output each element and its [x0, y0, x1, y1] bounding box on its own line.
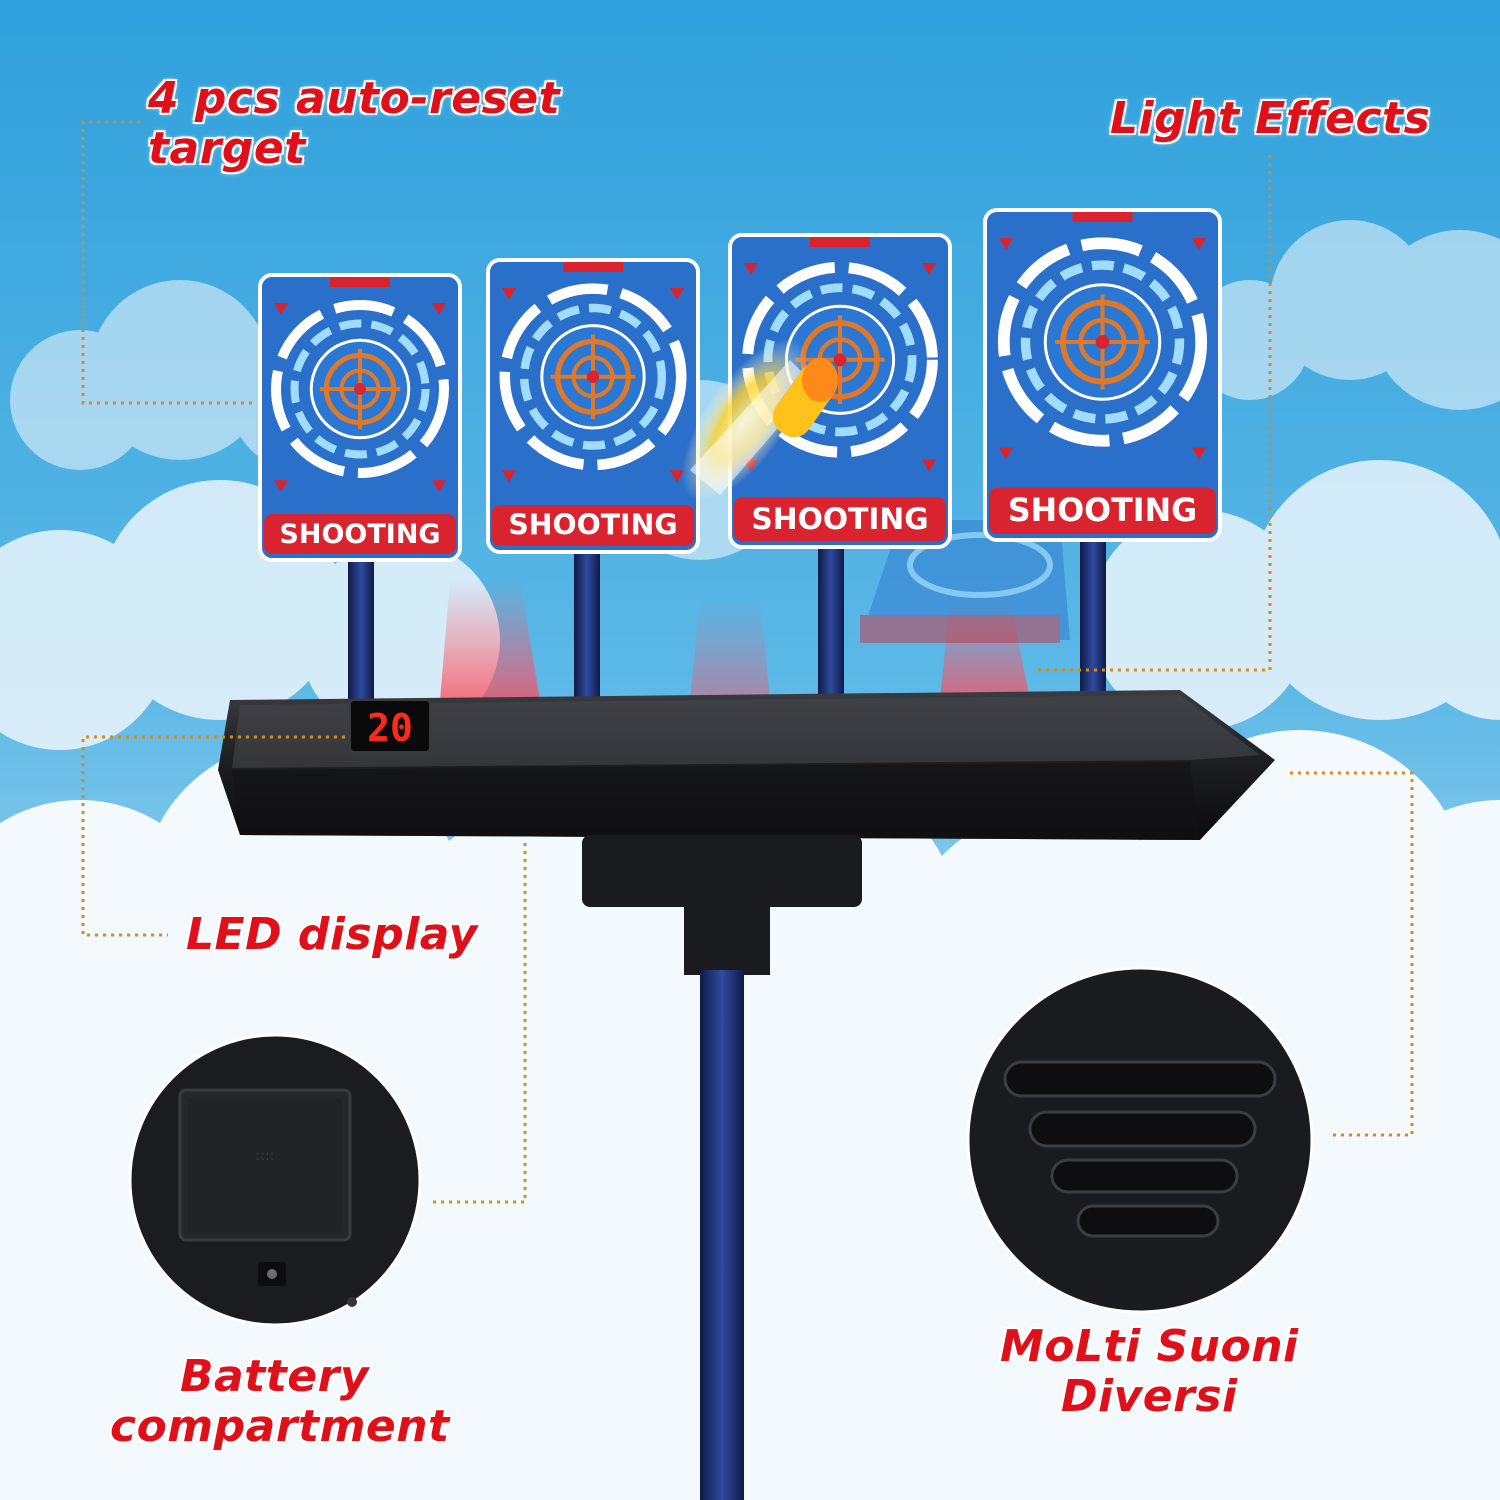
- led-display: 20: [349, 699, 431, 753]
- led-display-value: 20: [367, 706, 413, 750]
- callout-sounds-line1: MoLti Suoni: [1000, 1321, 1299, 1372]
- top-notch: [563, 262, 623, 272]
- corner-triangle: [502, 288, 516, 300]
- corner-triangle: [670, 288, 684, 300]
- callout-battery-line1: Battery: [180, 1351, 370, 1402]
- battery-compartment-detail: ::::: [128, 1033, 422, 1327]
- svg-text:::::: ::::: [256, 1148, 275, 1164]
- base-unit: [218, 690, 1275, 1500]
- shooting-label-band: [734, 497, 946, 541]
- callout-auto-reset-targets-line2: target: [148, 123, 306, 174]
- callout-led-display-text: LED display: [186, 909, 478, 960]
- outer-ring: [997, 237, 1208, 447]
- bullseye-center: [586, 370, 600, 383]
- corner-triangle: [432, 480, 446, 493]
- callout-multiple-sounds: MoLti Suoni Diversi: [1000, 1322, 1299, 1422]
- shooting-label-band: [989, 487, 1216, 534]
- corner-triangle: [670, 470, 684, 483]
- callout-light-effects-text: Light Effects: [1110, 93, 1431, 144]
- corner-triangle: [274, 480, 288, 493]
- bullseye-center: [833, 353, 847, 367]
- target-plate: SHOOTING: [486, 258, 700, 554]
- callout-light-effects: Light Effects: [1110, 94, 1430, 144]
- corner-triangle: [432, 303, 446, 315]
- callout-led-display: LED display: [186, 910, 478, 960]
- foam-dart: [681, 338, 838, 502]
- bullseye-center: [1095, 335, 1110, 349]
- corner-triangle: [1192, 238, 1206, 250]
- middle-ring: [520, 303, 666, 450]
- shooting-label-band: [492, 505, 694, 546]
- red-light-effects: [440, 580, 1030, 700]
- shooting-label-band: [264, 514, 456, 554]
- callout-auto-reset-targets-line1: 4 pcs auto-reset: [148, 73, 561, 124]
- corner-triangle: [999, 238, 1013, 250]
- middle-ring: [1020, 260, 1185, 424]
- shooting-label: SHOOTING: [1008, 493, 1197, 529]
- outer-ring: [742, 261, 938, 458]
- target-plate: SHOOTING: [258, 273, 462, 562]
- bullseye-center: [354, 383, 366, 395]
- target-poles: [348, 535, 1106, 705]
- callout-auto-reset-targets: 4 pcs auto-reset target: [148, 74, 560, 174]
- falling-target-ghost: [860, 520, 1070, 643]
- callout-battery-line2: compartment: [110, 1401, 450, 1452]
- shooting-label: SHOOTING: [751, 502, 928, 537]
- top-notch: [330, 277, 390, 287]
- corner-triangle: [922, 263, 936, 275]
- outer-ring: [499, 283, 687, 471]
- target-plate: SHOOTING: [983, 208, 1222, 542]
- corner-triangle: [922, 459, 936, 472]
- speaker-detail: [966, 966, 1314, 1314]
- outer-ring: [271, 300, 449, 478]
- corner-triangle: [274, 303, 288, 315]
- callout-battery-compartment: Battery compartment: [110, 1352, 450, 1452]
- middle-ring: [290, 319, 430, 459]
- corner-triangle: [502, 470, 516, 483]
- callout-sounds-line2: Diversi: [1061, 1371, 1238, 1422]
- corner-triangle: [999, 447, 1013, 460]
- top-notch: [1072, 212, 1133, 222]
- leader-lines: [81, 120, 1414, 1204]
- shooting-label: SHOOTING: [279, 519, 440, 550]
- top-notch: [810, 237, 870, 247]
- shooting-label: SHOOTING: [508, 509, 677, 542]
- corner-triangle: [1192, 447, 1206, 460]
- corner-triangle: [744, 263, 758, 275]
